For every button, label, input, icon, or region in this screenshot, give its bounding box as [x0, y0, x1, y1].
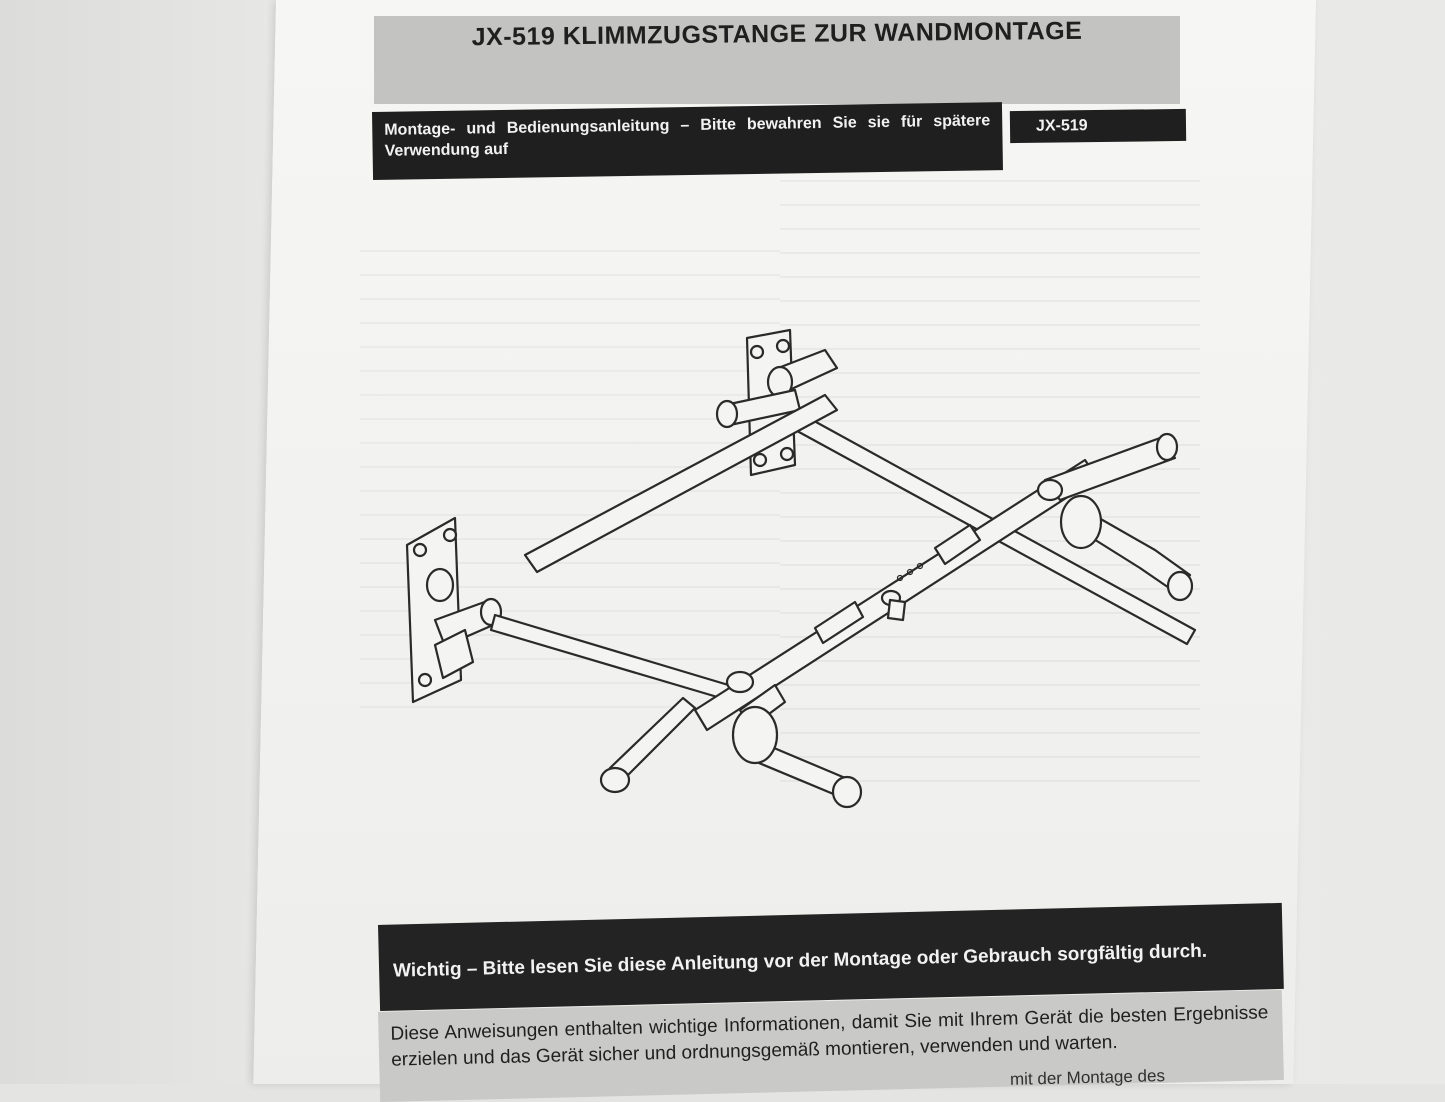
title-banner: [374, 16, 1180, 104]
long-connecting-tube: [523, 393, 839, 574]
important-notice-text: Wichtig – Bitte lesen Sie diese Anleitun…: [392, 940, 1208, 982]
show-through-texture: [780, 180, 1200, 800]
wall-mounted-pull-up-bar-illustration: [405, 328, 1197, 809]
subtitle-banner: Montage- und Bedienungsanleitung – Bitte…: [372, 102, 1003, 180]
model-code-banner: JX-519: [1009, 108, 1187, 144]
model-code: JX-519: [1035, 117, 1088, 135]
cut-off-text: mit der Montage des: [1009, 1066, 1166, 1089]
document-subtitle: Montage- und Bedienungsanleitung – Bitte…: [384, 112, 991, 160]
intro-paragraph: Diese Anweisungen enthalten wichtige Inf…: [390, 1002, 1269, 1071]
right-grip: [1043, 436, 1177, 502]
